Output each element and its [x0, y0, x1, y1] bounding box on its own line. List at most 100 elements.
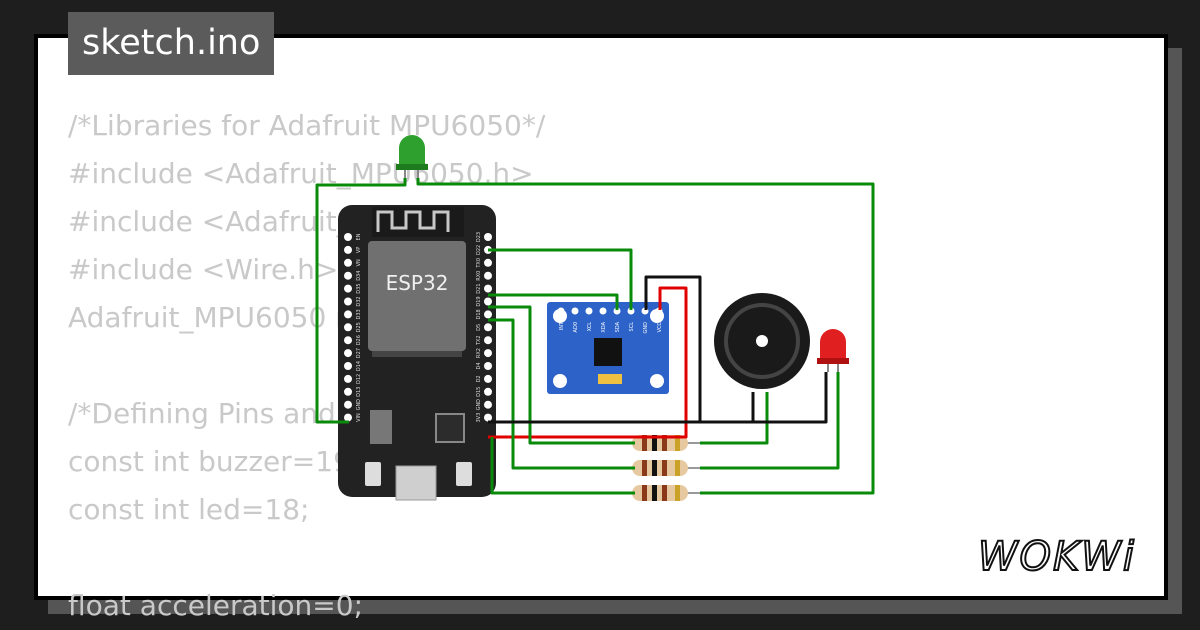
esp32-pin-left[interactable] [344, 323, 352, 332]
esp32-pin-label: D33 [356, 309, 362, 319]
mpu-pin[interactable] [613, 307, 621, 315]
wire-buzzer-res [700, 392, 769, 445]
esp32-pin-label: TX2 [476, 335, 482, 346]
esp32-pin-left[interactable] [344, 387, 352, 396]
esp32-pin-left[interactable] [344, 245, 352, 254]
esp32-pin-label: D18 [476, 309, 482, 319]
esp32-board[interactable]: ESP32 ENVPVND34D35D32D33D25D26D27D14D12D… [338, 205, 496, 501]
esp32-module [368, 241, 466, 351]
resistor-group [610, 435, 705, 501]
esp32-pin-right[interactable] [484, 400, 492, 409]
esp32-pin-right[interactable] [484, 349, 492, 358]
esp32-pin-label: VIN [356, 413, 362, 422]
esp32-pin-right[interactable] [484, 374, 492, 383]
wire-mpu-vcc [488, 286, 688, 439]
logo-text: WOKWi [978, 534, 1136, 578]
esp32-pin-right[interactable] [484, 258, 492, 267]
micro-usb-port [395, 465, 437, 501]
mpu-pin-label: AD0 [573, 322, 579, 332]
esp32-pin-left[interactable] [344, 349, 352, 358]
esp32-pin-label: D14 [356, 361, 362, 371]
esp32-pin-label: D12 [356, 374, 362, 384]
esp32-left-header: ENVPVND34D35D32D33D25D26D27D14D12D13GNDV… [344, 233, 362, 422]
code-line: const int buzzer=19; [68, 445, 361, 478]
mpu-pin-label: SDA [615, 321, 621, 332]
wire-buzzer-gnd [488, 392, 755, 424]
esp32-pin-left[interactable] [344, 310, 352, 319]
esp32-pin-label: D13 [356, 387, 362, 397]
mpu-pin[interactable] [571, 307, 579, 315]
esp32-pin-left[interactable] [344, 400, 352, 409]
esp32-pin-right[interactable] [484, 233, 492, 241]
esp32-pin-left[interactable] [344, 271, 352, 280]
esp32-pin-label: D35 [356, 283, 362, 293]
esp32-pin-right[interactable] [484, 297, 492, 306]
esp32-pin-left[interactable] [344, 233, 352, 241]
wokwi-logo: WOKWi [978, 533, 1136, 578]
esp32-pin-left[interactable] [344, 374, 352, 383]
esp32-pin-label: D15 [476, 387, 482, 397]
esp32-pin-right[interactable] [484, 387, 492, 396]
mpu-pin-label: INT [559, 321, 565, 330]
esp32-pin-right[interactable] [484, 271, 492, 280]
mpu-pin[interactable] [599, 307, 607, 315]
esp32-pin-left[interactable] [344, 284, 352, 293]
esp32-pin-right[interactable] [484, 323, 492, 332]
esp32-pin-right[interactable] [484, 336, 492, 345]
esp32-pin-label: EN [356, 233, 362, 240]
mpu-pin[interactable] [585, 307, 593, 315]
en-button[interactable] [365, 462, 381, 486]
boot-button[interactable] [456, 462, 472, 486]
voltage-regulator [370, 410, 392, 444]
esp32-pin-label: 3V3 [476, 413, 482, 423]
wire-sda [488, 293, 619, 310]
wire-green-led-res [490, 437, 635, 495]
esp32-pin-label: VN [356, 259, 362, 266]
esp32-pin-label: GND [476, 399, 482, 411]
mpu-pin-label: XDA [601, 321, 607, 332]
wire-red-led-signal [488, 318, 635, 470]
esp32-pin-right[interactable] [484, 413, 492, 422]
wire-red-led-gnd [753, 372, 828, 424]
esp32-pin-label: D25 [356, 322, 362, 332]
esp32-pin-label: D32 [356, 296, 362, 306]
esp32-pin-label: D26 [356, 335, 362, 345]
mpu-pin[interactable] [627, 307, 635, 315]
esp32-pin-label: TX0 [476, 258, 482, 269]
mpu-pin[interactable] [557, 307, 565, 315]
esp32-pin-label: D5 [476, 324, 482, 331]
esp32-pin-right[interactable] [484, 362, 492, 370]
wires [315, 178, 875, 495]
mpu-pin-label: XCL [587, 322, 593, 332]
green-led[interactable] [396, 135, 428, 178]
esp32-pin-right[interactable] [484, 310, 492, 319]
esp32-chip-label: ESP32 [386, 271, 449, 295]
buzzer[interactable] [714, 293, 810, 389]
esp32-pin-left[interactable] [344, 258, 352, 267]
wire-scl [488, 248, 633, 310]
esp32-pin-label: D2 [476, 375, 482, 382]
wire-buzzer-signal [488, 305, 635, 445]
esp32-pin-label: D21 [476, 283, 482, 293]
esp32-pin-label: D23 [476, 232, 482, 242]
esp32-pin-label: GND [356, 399, 362, 411]
antenna-icon [376, 210, 450, 232]
esp32-pin-label: D4 [476, 362, 482, 369]
esp32-pin-left[interactable] [344, 336, 352, 345]
esp32-pin-left[interactable] [344, 413, 352, 422]
filename-tab[interactable]: sketch.ino [68, 12, 275, 75]
wire-red-led-res [700, 372, 840, 470]
esp32-pin-right[interactable] [484, 284, 492, 293]
esp32-pin-left[interactable] [344, 362, 352, 370]
esp32-right-header: D23D22TX0RX0D21D19D18D5TX2RX2D4D2D15GND3… [476, 232, 492, 423]
mpu-pin-label: GND [643, 322, 649, 334]
usb-uart-chip [435, 413, 465, 443]
red-led[interactable] [817, 329, 849, 372]
mpu-chip [594, 338, 622, 366]
code-line: /*Libraries for Adafruit MPU6050*/ [68, 109, 546, 142]
mpu-pin-label: VCC [657, 321, 663, 332]
esp32-pin-left[interactable] [344, 297, 352, 306]
wire-green-led-cathode [416, 178, 875, 495]
